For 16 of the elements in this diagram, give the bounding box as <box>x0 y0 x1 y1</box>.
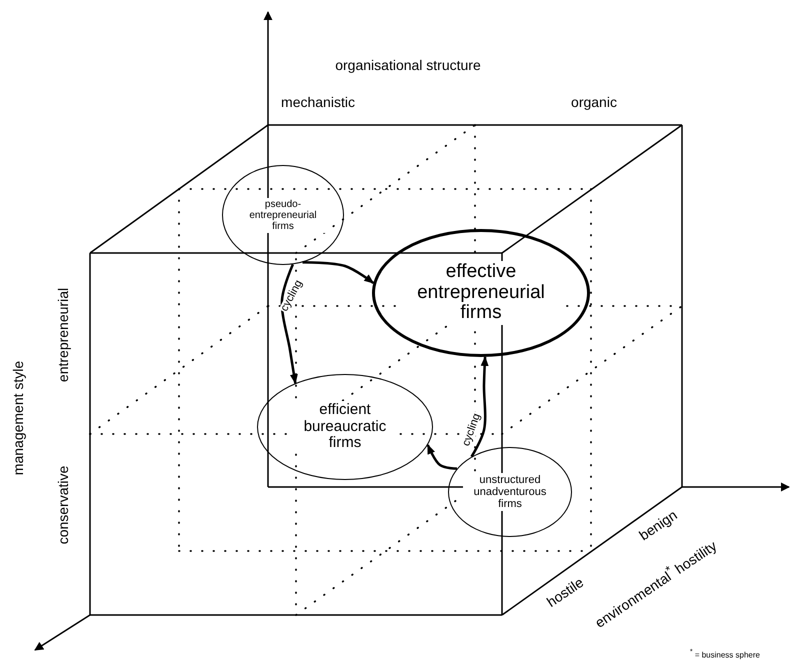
axis-label: mechanistic <box>281 94 355 110</box>
ellipse-node <box>257 374 433 480</box>
arrow <box>302 261 374 284</box>
axis-label: conservative <box>55 466 71 544</box>
axis-label: entrepreneurial <box>55 288 71 382</box>
axis-label: organic <box>571 94 617 110</box>
arrow <box>426 444 458 470</box>
axis-label: organisational structure <box>335 57 481 73</box>
arrow <box>470 356 489 458</box>
node-label: effective entrepreneurial firms <box>404 260 558 326</box>
axis-label: management style <box>10 360 26 476</box>
ellipse-node <box>222 165 344 265</box>
arrow <box>280 264 298 384</box>
ellipse-node <box>448 447 572 537</box>
ellipse-node <box>372 229 590 357</box>
axis-label: $^{*}$ = business sphere <box>690 648 760 660</box>
